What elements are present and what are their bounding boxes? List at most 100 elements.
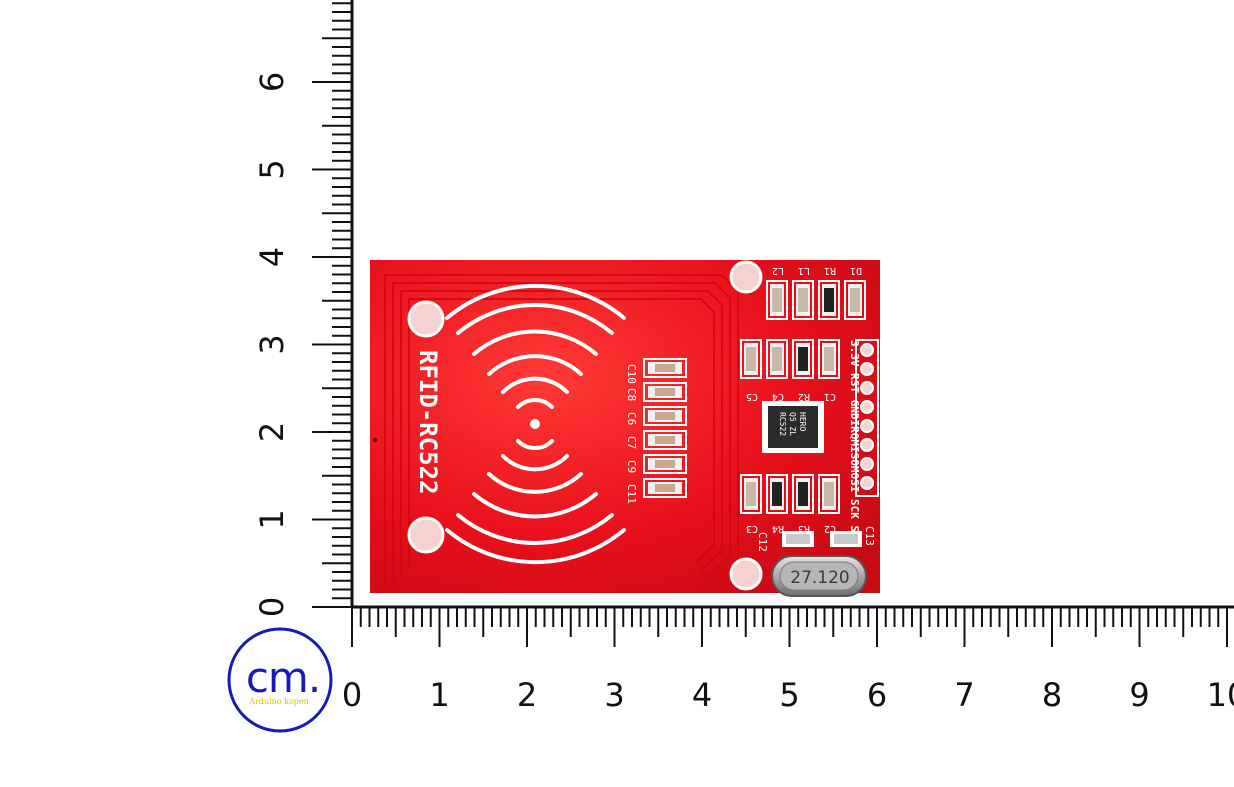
capacitor-outline bbox=[643, 430, 687, 450]
smd-outline bbox=[740, 339, 762, 379]
smd-body bbox=[850, 288, 860, 312]
ruler-label: 4 bbox=[692, 676, 712, 714]
smd-outline bbox=[766, 339, 788, 379]
pin-hole bbox=[860, 438, 874, 452]
pin-hole bbox=[860, 476, 874, 490]
smd-outline bbox=[792, 280, 814, 320]
smd-outline bbox=[818, 280, 840, 320]
ruler-label: 2 bbox=[517, 676, 537, 714]
mounting-hole bbox=[407, 516, 445, 554]
capacitor-outline bbox=[643, 454, 687, 474]
capacitor-outline bbox=[643, 406, 687, 426]
logo-text: cm. bbox=[246, 653, 320, 702]
pin-labels: 3.3V RST GNDIRQMISOMOSI SCK SDA bbox=[848, 340, 861, 546]
vertical-ruler-labels: 0 1 2 3 4 5 6 bbox=[253, 72, 291, 617]
logo-ring bbox=[227, 627, 333, 733]
ruler-label: 6 bbox=[253, 72, 291, 92]
chip-text-1: RC522 bbox=[778, 412, 787, 436]
pin-header: 3.3V RST GNDIRQMISOMOSI SCK SDA bbox=[848, 339, 879, 546]
capacitor-body bbox=[655, 460, 675, 468]
capacitor-label: C10 bbox=[625, 364, 638, 384]
chip-body bbox=[768, 406, 818, 448]
smd-outline bbox=[844, 280, 866, 320]
capacitor-label: C7 bbox=[625, 436, 638, 449]
ruler-label: 0 bbox=[253, 597, 291, 617]
horizontal-ruler: 012345678910 bbox=[342, 605, 1234, 714]
capacitor-body bbox=[655, 388, 675, 396]
component-label: C5 bbox=[746, 391, 758, 402]
ruler-label: 8 bbox=[1042, 676, 1062, 714]
mounting-hole bbox=[729, 260, 763, 294]
crystal-cap-label: C13 bbox=[863, 526, 876, 546]
mounting-hole bbox=[407, 300, 445, 338]
pin-hole bbox=[860, 362, 874, 376]
capacitor-body bbox=[655, 412, 675, 420]
rf-symbol bbox=[445, 283, 626, 565]
capacitor-body bbox=[655, 364, 675, 372]
capacitor-label: C8 bbox=[625, 388, 638, 401]
pin-hole bbox=[860, 400, 874, 414]
smd-outline bbox=[766, 474, 788, 514]
component-label: C1 bbox=[824, 391, 836, 402]
pin-hole bbox=[860, 419, 874, 433]
ruler-label: 2 bbox=[253, 422, 291, 442]
smd-outline bbox=[766, 280, 788, 320]
smd-body bbox=[798, 482, 808, 506]
capacitor-column bbox=[643, 358, 687, 498]
component-label: C2 bbox=[824, 523, 836, 534]
ruler-label: 7 bbox=[954, 676, 974, 714]
smd-body bbox=[772, 288, 782, 312]
middle-components bbox=[740, 339, 840, 379]
logo-tagline: Arduino kopen bbox=[248, 697, 309, 706]
ruler-label: 5 bbox=[779, 676, 799, 714]
pin-hole bbox=[860, 381, 874, 395]
capacitor-label: C9 bbox=[625, 460, 638, 473]
crystal-frequency: 27.120 bbox=[790, 568, 849, 588]
horizontal-ruler-labels: 012345678910 bbox=[342, 676, 1234, 714]
smd-body bbox=[772, 347, 782, 371]
cm-logo: cm. Arduino kopen bbox=[227, 627, 333, 733]
board-name-label: RFID-RC522 bbox=[414, 350, 442, 495]
component-label: C4 bbox=[772, 391, 784, 402]
smd-outline bbox=[792, 339, 814, 379]
crystal-cap-label: C12 bbox=[756, 532, 769, 552]
ruler-label: 5 bbox=[253, 159, 291, 179]
ruler-label: 0 bbox=[342, 676, 362, 714]
rc522-chip: RC522 Q5 ZL HERO bbox=[762, 401, 824, 453]
component-label: C3 bbox=[746, 523, 758, 534]
capacitor-outline bbox=[643, 358, 687, 378]
mounting-holes bbox=[407, 260, 763, 591]
smd-body bbox=[824, 288, 834, 312]
ruler-label: 3 bbox=[253, 334, 291, 354]
capacitor-label: C11 bbox=[625, 484, 638, 504]
smd-body bbox=[746, 482, 756, 506]
smd-outline bbox=[792, 474, 814, 514]
component-label: D1 bbox=[850, 265, 862, 276]
ruler-label: 4 bbox=[253, 247, 291, 267]
crystal: C12 C13 27.120 bbox=[756, 526, 876, 597]
pin-header-outline bbox=[855, 339, 879, 497]
smd-body bbox=[824, 347, 834, 371]
ruler-label: 9 bbox=[1129, 676, 1149, 714]
smd-body bbox=[746, 347, 756, 371]
capacitor-label: C6 bbox=[625, 412, 638, 425]
pin-hole bbox=[860, 343, 874, 357]
smd-outline bbox=[818, 339, 840, 379]
ruler-label: 1 bbox=[429, 676, 449, 714]
smd-body bbox=[824, 482, 834, 506]
chip-text-2: Q5 ZL bbox=[788, 412, 797, 436]
ruler-label: 10 bbox=[1207, 676, 1234, 714]
smd-outline bbox=[818, 474, 840, 514]
smd-body bbox=[798, 288, 808, 312]
vertical-ruler: 0 1 2 3 4 5 6 bbox=[253, 0, 354, 617]
capacitor-outline bbox=[643, 382, 687, 402]
smd-body bbox=[772, 482, 782, 506]
bottom-components bbox=[740, 474, 840, 514]
pin-hole bbox=[860, 457, 874, 471]
vertical-ruler-ticks bbox=[312, 2, 352, 608]
ruler-label: 1 bbox=[253, 509, 291, 529]
